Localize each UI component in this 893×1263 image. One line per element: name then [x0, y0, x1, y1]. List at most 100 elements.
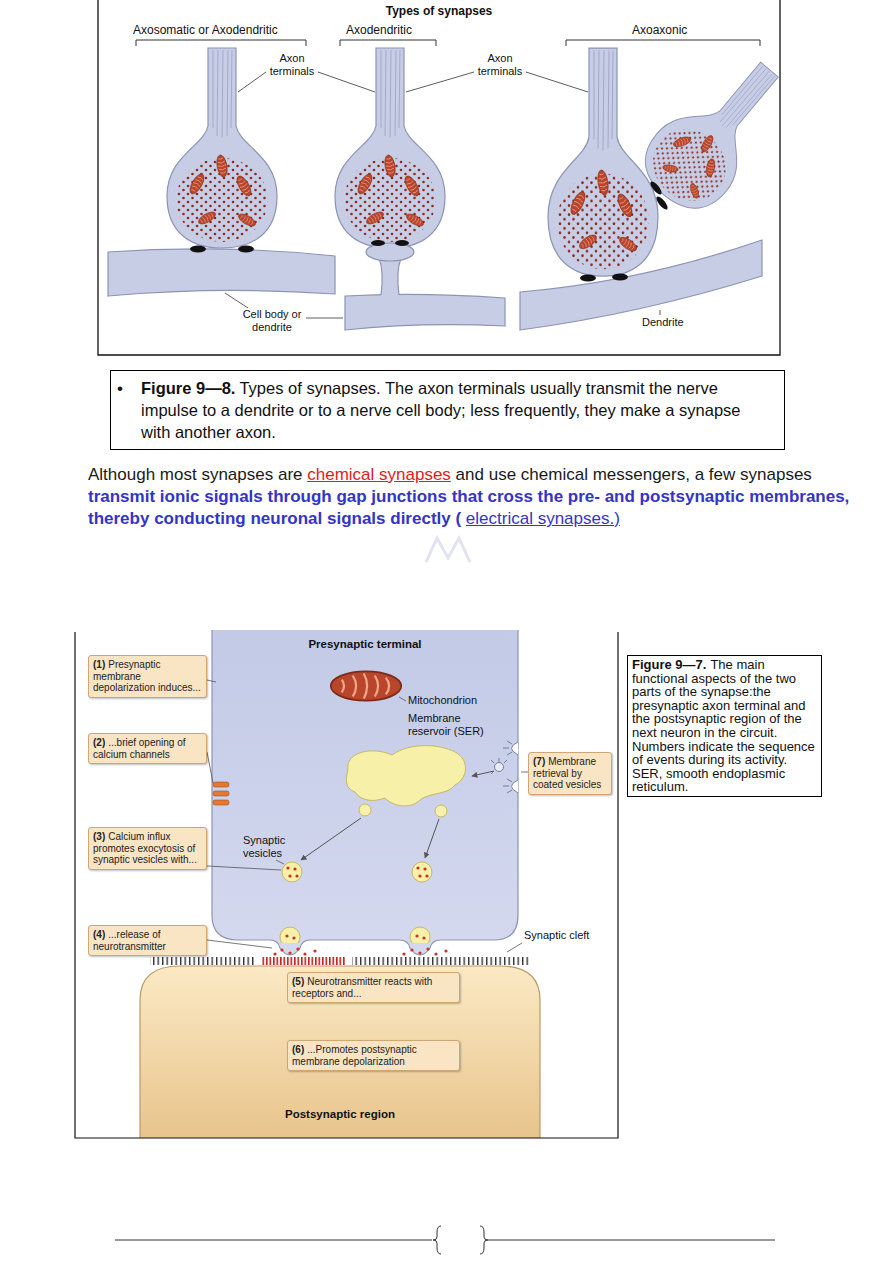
- synaptic-contact: [371, 240, 385, 246]
- page-footer-rule: [480, 1226, 488, 1254]
- synaptic-vesicle: [412, 862, 432, 882]
- leader-line: [306, 318, 343, 319]
- part-label: Axon terminals: [470, 52, 530, 77]
- caption-label: Figure 9—7.: [632, 657, 706, 672]
- synaptic-vesicle: [273, 952, 276, 955]
- synapse-type-label: Axoaxonic: [632, 23, 687, 37]
- receptor: [262, 957, 345, 965]
- synaptic-vesicle: [416, 866, 419, 869]
- synaptic-contact: [238, 246, 254, 253]
- synaptic-vesicle: [402, 952, 405, 955]
- axon-terminal: [548, 48, 658, 276]
- synaptic-vesicle: [418, 874, 421, 877]
- synaptic-vesicle: [296, 947, 299, 950]
- axon-terminal: [167, 48, 277, 248]
- synaptic-vesicle: [280, 948, 283, 951]
- callout-text: ...brief opening of calcium channels: [93, 737, 186, 760]
- callout-box: (5)Neurotransmitter reacts with receptor…: [287, 972, 460, 1003]
- calcium-channel: [213, 782, 229, 787]
- part-label: Membrane reservoir (SER): [408, 712, 500, 737]
- coated-pit: [495, 763, 504, 772]
- synaptic-contact: [580, 275, 596, 282]
- watermark: [426, 538, 470, 562]
- callout-text: ...Promotes postsynaptic membrane depola…: [292, 1044, 417, 1067]
- caption-box: Figure 9—7.The main functional aspects o…: [627, 655, 822, 797]
- synapse-type-label: Axodendritic: [346, 23, 412, 37]
- callout-number: (5): [292, 976, 304, 987]
- receptor: [352, 957, 530, 965]
- synaptic-vesicle: [415, 934, 418, 937]
- presynaptic-terminal-outline: [212, 630, 518, 956]
- dendritic-spine: [379, 258, 401, 295]
- synaptic-vesicle: [426, 947, 429, 950]
- caption-text: The main functional aspects of the two p…: [632, 657, 815, 794]
- synaptic-vesicle: [434, 952, 437, 955]
- caption-box: Figure 9—8.Types of synapses. The axon t…: [110, 370, 785, 450]
- synaptic-contact: [649, 180, 664, 196]
- link-term: chemical synapses: [307, 465, 451, 484]
- synaptic-vesicle: [280, 927, 300, 943]
- page-footer-rule: [115, 1240, 432, 1241]
- leader-line: [225, 72, 660, 318]
- callout-box: (3)Calcium influx promotes exocytosis of…: [88, 827, 207, 870]
- calcium-channel: [213, 791, 229, 796]
- synaptic-vesicle: [282, 862, 302, 882]
- leader-line: [207, 940, 272, 948]
- synaptic-contact: [655, 195, 670, 211]
- part-label: Dendrite: [642, 316, 684, 329]
- synaptic-contact: [612, 274, 628, 281]
- leader-line: [521, 772, 528, 773]
- synaptic-vesicle: [288, 951, 291, 954]
- synaptic-vesicle: [285, 934, 288, 937]
- axon-terminal: [630, 41, 805, 225]
- region-label: Presynaptic terminal: [308, 638, 421, 650]
- synaptic-vesicle: [292, 936, 295, 939]
- body-text: Although most synapses are: [88, 465, 303, 484]
- callout-box: (6)...Promotes postsynaptic membrane dep…: [287, 1040, 460, 1071]
- synapse-type-label: Axosomatic or Axodendritic: [133, 23, 278, 37]
- calcium-channel: [213, 800, 229, 805]
- receptor: [150, 957, 530, 965]
- part-label: Synaptic vesicles: [243, 834, 305, 859]
- dendritic-spine: [379, 256, 401, 297]
- dendritic-spine: [366, 243, 414, 297]
- callout-number: (2): [93, 737, 105, 748]
- postsynaptic-membranes: [108, 249, 335, 296]
- synaptic-vesicle: [288, 874, 291, 877]
- part-label: Axon terminals: [262, 52, 322, 77]
- leader-line: [507, 943, 522, 952]
- callout-box: (2)...brief opening of calcium channels: [88, 733, 207, 764]
- postsynaptic-region: Postsynaptic region (5)Neurotransmitter r…: [140, 958, 540, 1138]
- synaptic-vesicle: [303, 952, 306, 955]
- page-footer-rule: [433, 1226, 441, 1254]
- synaptic-vesicle: [293, 867, 296, 870]
- presynaptic-terminal-fill: [212, 630, 518, 955]
- callout-number: (3): [93, 831, 105, 842]
- synaptic-vesicle: [410, 948, 413, 951]
- synaptic-vesicle: [295, 874, 298, 877]
- synaptic-vesicle: [418, 951, 421, 954]
- body-text: and use chemical messengers, a few synap…: [456, 465, 812, 484]
- figure-frame: [136, 40, 760, 46]
- callout-box: (4)...release of neurotransmitter: [88, 925, 207, 956]
- callout-text: Calcium influx promotes exocytosis of sy…: [93, 831, 197, 865]
- synaptic-contact: [190, 180, 669, 282]
- part-label: Synaptic cleft: [524, 929, 589, 942]
- leader-line: [225, 293, 248, 308]
- callout-number: (7): [533, 756, 545, 767]
- synaptic-vesicle: [286, 866, 289, 869]
- part-label: Mitochondrion: [408, 694, 477, 707]
- callout-box: (1)Presynaptic membrane depolarization i…: [88, 655, 207, 698]
- link-term: electrical synapses.): [466, 509, 620, 528]
- leader-line: [238, 72, 266, 92]
- page-footer-rule: [488, 1240, 775, 1241]
- figure-title: Types of synapses: [98, 4, 780, 18]
- region-label: Postsynaptic region: [285, 1108, 395, 1120]
- smooth-er: [359, 804, 371, 816]
- callout-number: (4): [93, 929, 105, 940]
- callout-number: (6): [292, 1044, 304, 1055]
- postsynaptic-region-membrane: [140, 966, 540, 1138]
